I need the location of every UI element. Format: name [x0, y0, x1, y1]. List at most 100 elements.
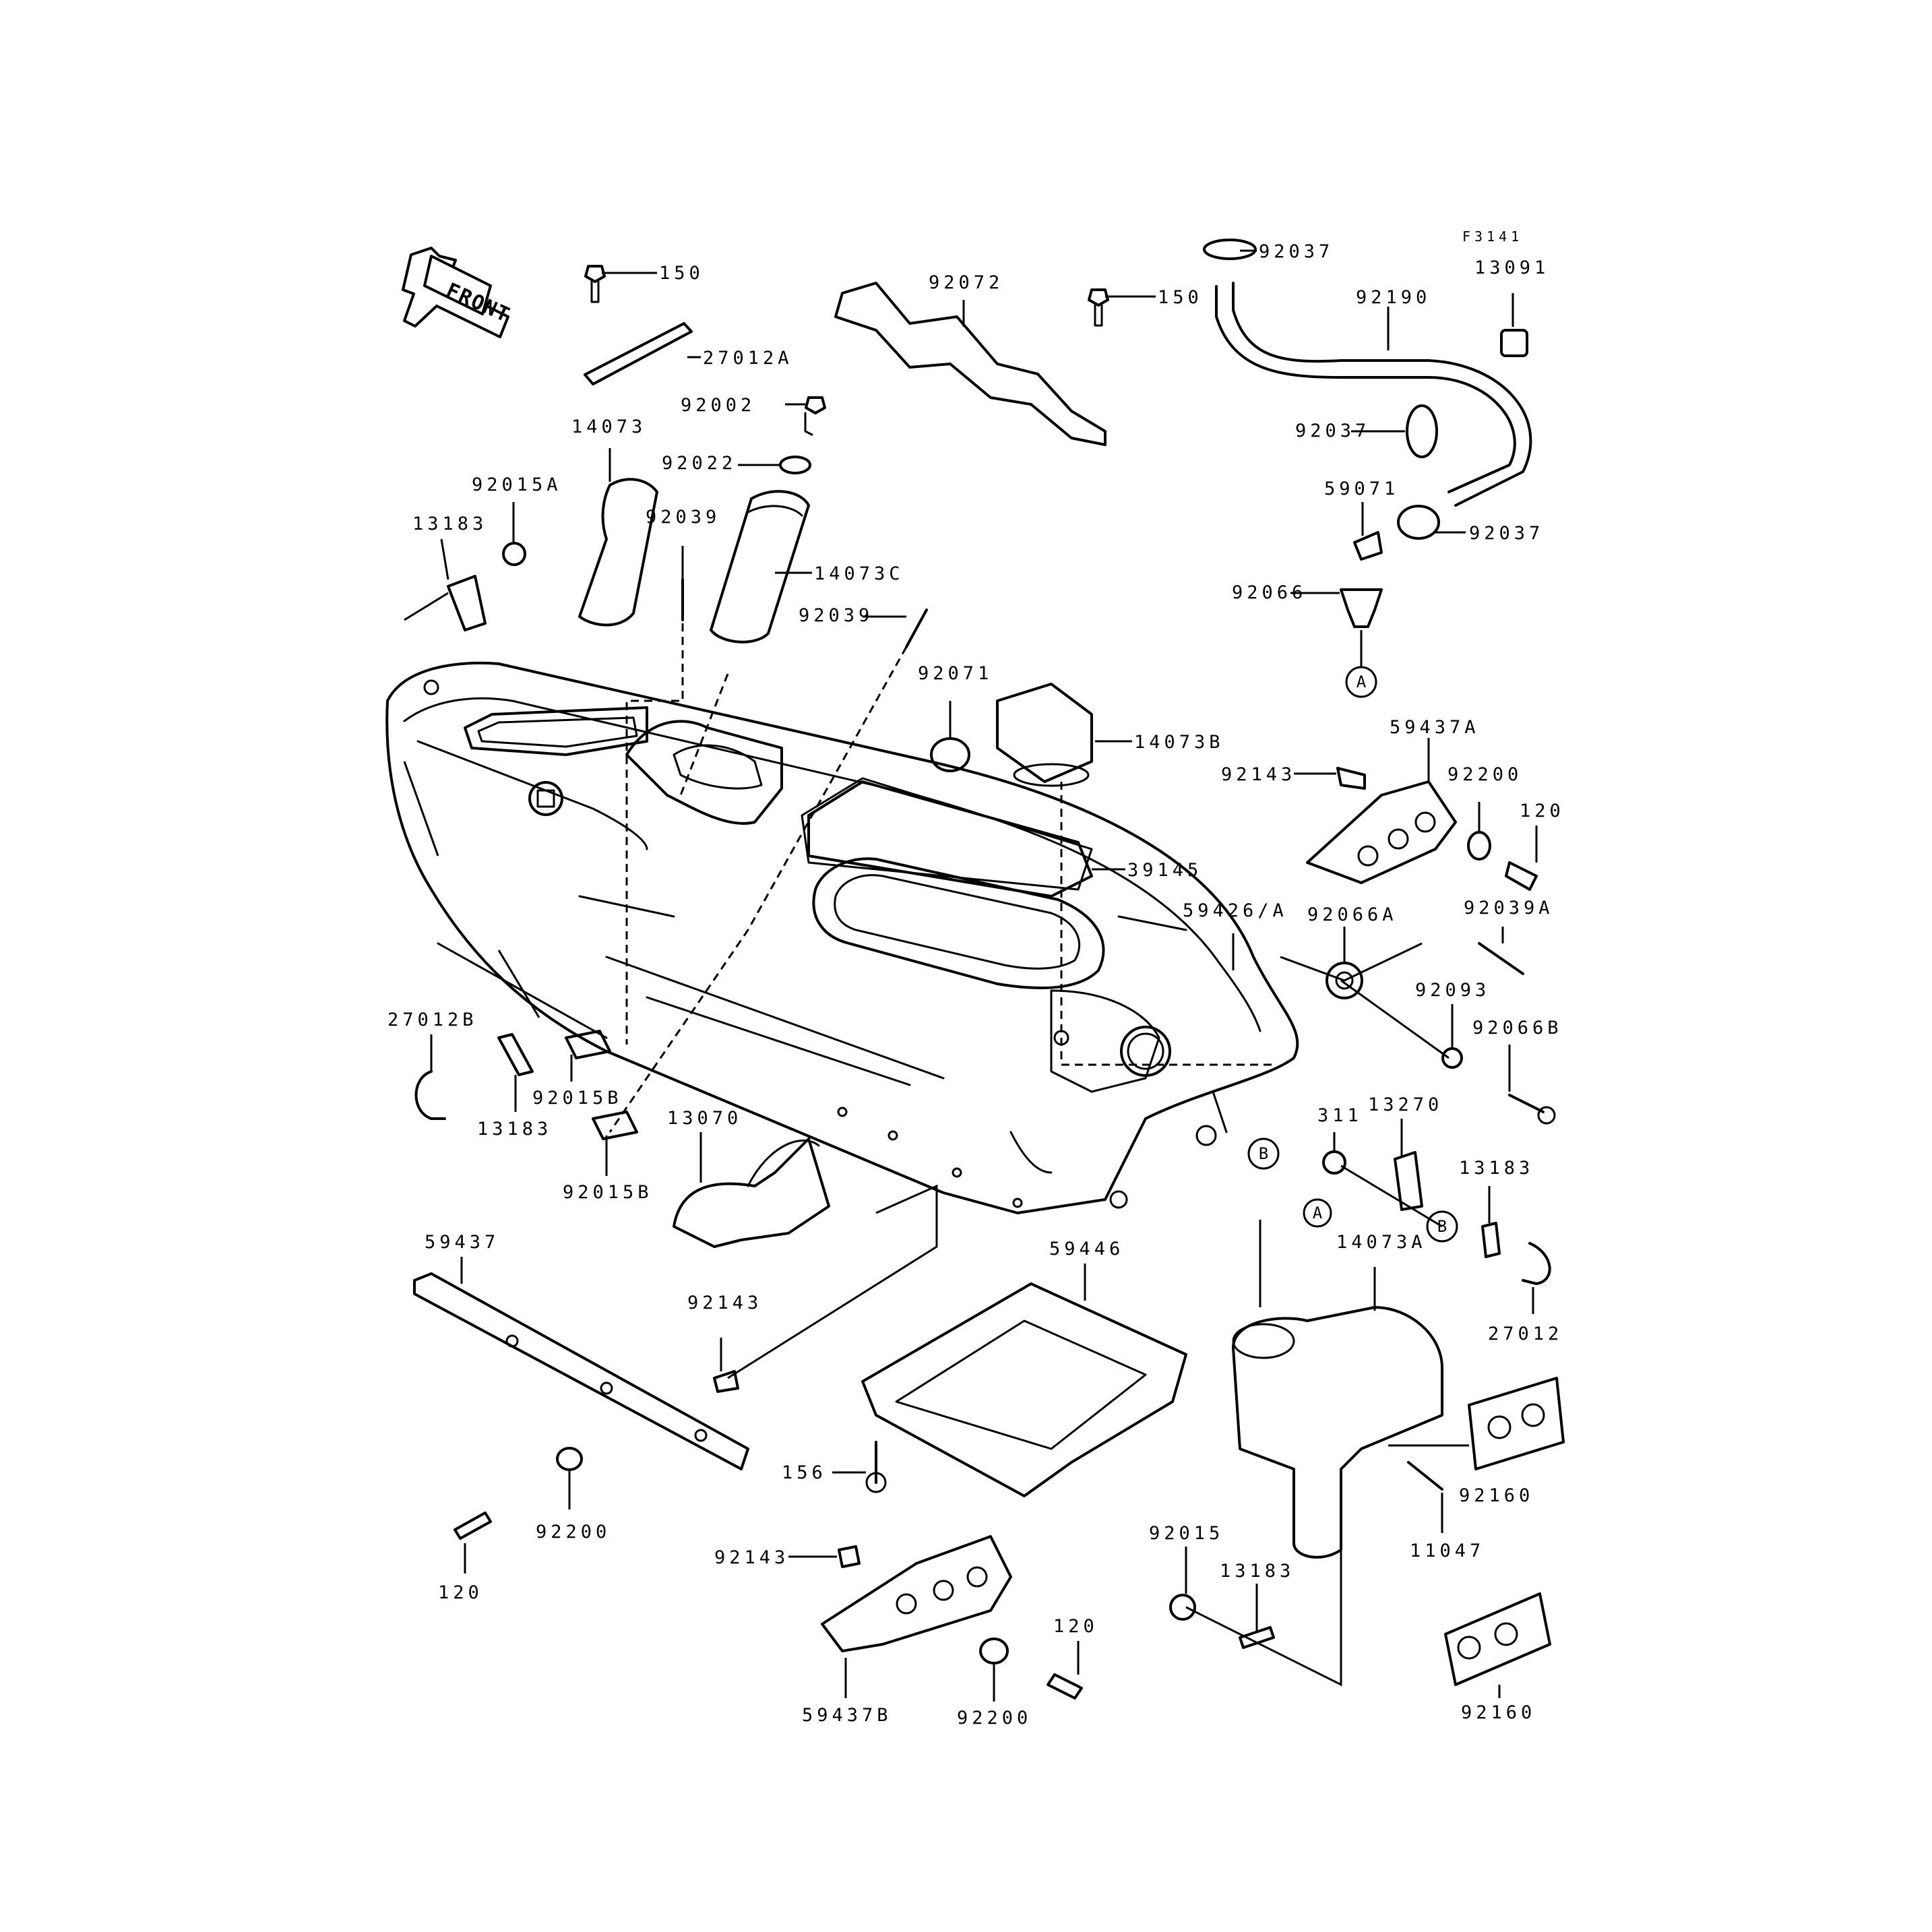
label-92015A: 92015A: [472, 474, 562, 495]
label-92022: 92022: [662, 453, 737, 474]
label-92143: 92143: [1221, 764, 1296, 785]
label-92200: 92200: [1447, 764, 1522, 785]
label-13183: 13183: [1220, 1561, 1295, 1582]
bolt-120b: [454, 1512, 492, 1540]
label-92015B: 92015B: [532, 1088, 623, 1109]
ref-marker-b-hull: B: [1247, 1138, 1280, 1170]
label-59437B: 59437B: [802, 1705, 892, 1726]
clamp-92037c: [1397, 505, 1440, 540]
bolt-icon: [584, 265, 1109, 436]
plate-13183c: [1481, 1222, 1501, 1258]
label-13270: 13270: [1368, 1094, 1443, 1115]
label-92037: 92037: [1259, 241, 1334, 262]
label-27012B: 27012B: [387, 1009, 478, 1030]
label-13183: 13183: [477, 1119, 552, 1140]
washer-92200a: [1467, 831, 1491, 861]
stud-92143a: [1336, 767, 1366, 790]
bracket-13270: [1394, 1151, 1423, 1211]
label-11047: 11047: [1410, 1540, 1485, 1561]
duct-14073B: [996, 683, 1093, 783]
stud-92143c: [838, 1545, 861, 1568]
label-14073C: 14073C: [814, 563, 904, 584]
strip-59437: [413, 1272, 749, 1470]
pipe-14073C: [710, 490, 810, 644]
ubolt-27012B: [414, 1070, 446, 1120]
nut-311: [1322, 1150, 1346, 1175]
stud-92143b: [713, 1370, 739, 1393]
ubolt-27012: [1522, 1242, 1551, 1285]
washer-92200c: [979, 1638, 1009, 1664]
label-150: 150: [1158, 287, 1203, 308]
label-92039A: 92039A: [1464, 898, 1554, 918]
svg-text:A: A: [1313, 1204, 1323, 1222]
label-92072: 92072: [929, 272, 1003, 293]
label-59437: 59437: [425, 1232, 499, 1253]
figure-code: F3141: [1462, 228, 1523, 245]
label-92200: 92200: [536, 1522, 611, 1543]
label-13091: 13091: [1474, 257, 1549, 278]
cap-92066: [1340, 588, 1383, 628]
gasket-39145: [801, 777, 1093, 891]
pin-92039b: [905, 609, 928, 648]
label-59071: 59071: [1324, 478, 1399, 499]
label-13070: 13070: [667, 1108, 742, 1129]
label-92190: 92190: [1356, 287, 1431, 308]
muffler-14073A: [1232, 1306, 1443, 1559]
clamp-92037: [1203, 239, 1257, 260]
strap-27012A: [584, 322, 693, 385]
label-92143: 92143: [714, 1547, 789, 1568]
label-92037: 92037: [1295, 420, 1370, 441]
label-14073B: 14073B: [1134, 732, 1224, 753]
part-labels: 150 27012A 92072 150 92037 13091 92190 9…: [387, 241, 1563, 1728]
label-92066B: 92066B: [1472, 1018, 1563, 1038]
pin-92039A: [1478, 942, 1524, 975]
label-92066A: 92066A: [1307, 904, 1398, 925]
label-59426A: 59426/A: [1183, 900, 1288, 921]
hose-92190: [1232, 282, 1532, 507]
washer-92022: [779, 456, 811, 474]
plate-13183d: [1239, 1626, 1275, 1649]
label-150: 150: [659, 263, 704, 284]
label-92039: 92039: [799, 605, 873, 626]
cap-13070: [673, 1138, 830, 1248]
label-156: 156: [782, 1462, 827, 1483]
label-13183: 13183: [412, 513, 487, 534]
ref-marker-a-muffler: A: [1303, 1198, 1332, 1228]
label-92015B: 92015B: [563, 1182, 653, 1203]
label-14073A: 14073A: [1336, 1232, 1427, 1253]
label-311: 311: [1317, 1105, 1363, 1126]
grommet-92071: [930, 737, 970, 772]
ref-marker-a-top: A: [1345, 666, 1377, 698]
label-92160: 92160: [1459, 1485, 1534, 1506]
label-13183: 13183: [1459, 1158, 1534, 1179]
label-39145: 39145: [1127, 860, 1202, 881]
ref-marker-b-bracket: B: [1426, 1210, 1458, 1243]
front-arrow-icon: FRONT: [402, 247, 514, 338]
svg-text:A: A: [1357, 673, 1367, 691]
bolt-11047: [1407, 1461, 1443, 1491]
clamp-92037b: [1406, 404, 1438, 458]
mat-92072: [834, 282, 1107, 446]
bolt-120a: [1505, 861, 1538, 891]
hull-body: [385, 661, 1299, 1214]
bracket-92015Bb: [592, 1111, 638, 1140]
label-92015: 92015: [1149, 1523, 1224, 1544]
plate-92160a: [1468, 1377, 1565, 1470]
hose-92190-inner: [1215, 285, 1516, 493]
washer-92200b: [556, 1447, 583, 1471]
label-27012A: 27012A: [703, 348, 793, 369]
label-120: 120: [438, 1582, 483, 1603]
label-92037: 92037: [1469, 523, 1544, 544]
label-92200: 92200: [957, 1708, 1032, 1728]
label-120: 120: [1053, 1616, 1098, 1637]
part-59071: [1353, 531, 1383, 561]
label-92071: 92071: [918, 663, 993, 684]
label-92143: 92143: [687, 1292, 762, 1313]
plate-92160b: [1444, 1592, 1551, 1686]
callout-leaders: [430, 249, 1538, 1702]
plate-13183: [447, 575, 487, 631]
label-59437A: 59437A: [1390, 717, 1480, 738]
svg-text:B: B: [1437, 1217, 1447, 1236]
svg-text:B: B: [1259, 1144, 1268, 1163]
